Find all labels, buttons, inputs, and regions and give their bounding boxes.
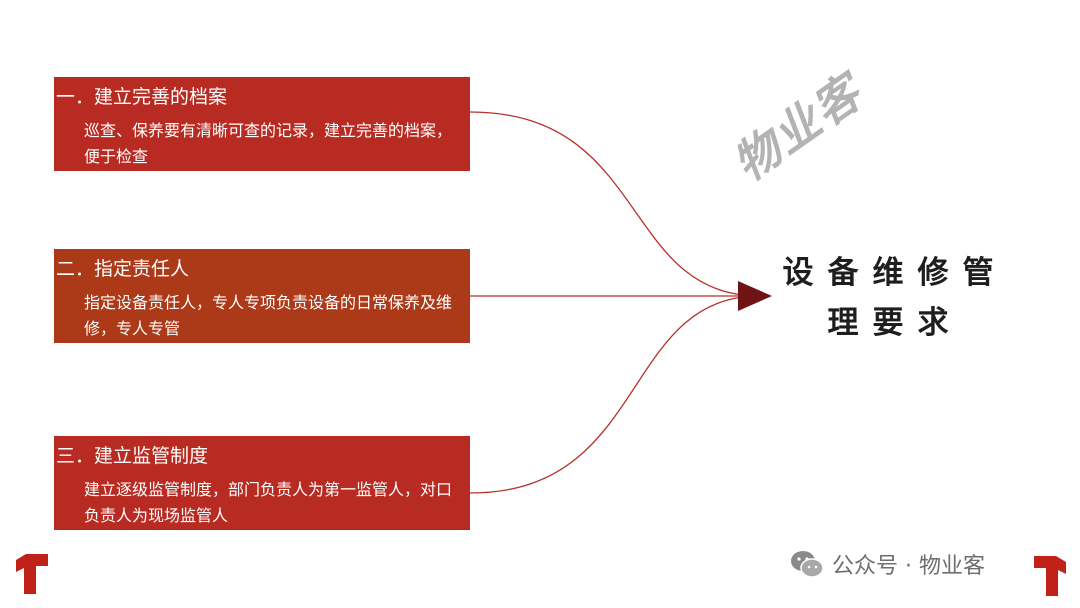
footer-credit-text: 公众号 · 物业客 [832,554,985,579]
center-title-line-2: 理要求 [827,305,963,341]
center-title: 设备维修管 理要求 [760,248,1030,348]
item-title-3: 三．建立监管制度 [56,445,209,467]
item-desc-1: 巡查、保养要有清晰可查的记录，建立完善的档案，便于检查 [84,121,453,166]
item-box-1: 一．建立完善的档案 巡查、保养要有清晰可查的记录，建立完善的档案，便于检查 [54,77,470,171]
center-title-line-1: 设备维修管 [782,255,1008,291]
item-title-2: 二．指定责任人 [56,258,190,280]
item-desc-3: 建立逐级监管制度，部门负责人为第一监管人，对口负责人为现场监管人 [84,480,453,525]
item-desc-2: 指定设备责任人，专人专项负责设备的日常保养及维修，专人专管 [84,293,453,338]
wechat-icon [791,551,824,578]
connector-curve-1 [469,111,761,297]
corner-mark-right-icon [1034,556,1066,596]
footer-credit: 公众号 · 物业客 [790,548,985,580]
corner-mark-left-icon [16,554,48,594]
item-title-1: 一．建立完善的档案 [56,86,228,108]
arrow-head-icon [738,281,772,311]
item-box-3: 三．建立监管制度 建立逐级监管制度，部门负责人为第一监管人，对口负责人为现场监管… [54,436,470,530]
connector-curve-3 [469,295,761,494]
item-box-2: 二．指定责任人 指定设备责任人，专人专项负责设备的日常保养及维修，专人专管 [54,249,470,343]
